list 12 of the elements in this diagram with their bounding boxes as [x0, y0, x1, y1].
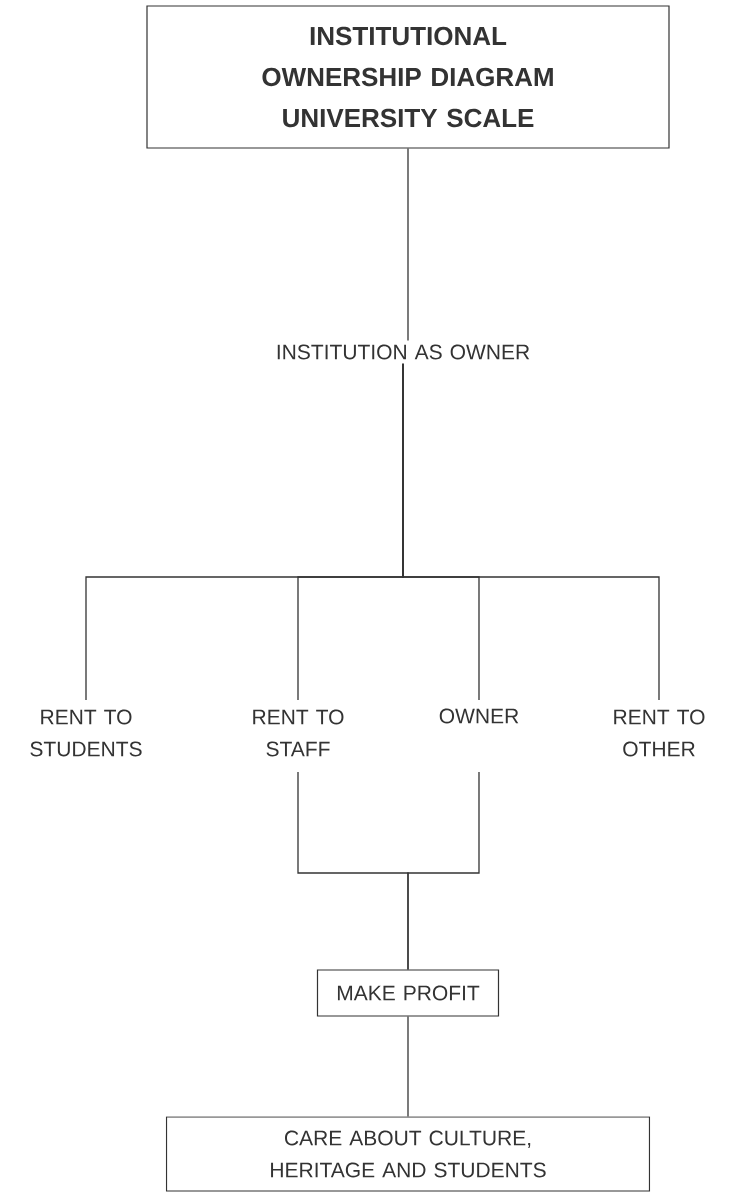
text-label: INSTITUTION AS OWNER	[277, 344, 530, 360]
text-label: RENT TO STAFF	[253, 709, 344, 757]
connector-line	[407, 771, 480, 971]
process-box: CARE ABOUT CULTURE, HERITAGE AND STUDENTS	[165, 1116, 651, 1192]
text-label: RENT TO STUDENTS	[30, 709, 142, 757]
connector-line	[407, 1015, 409, 1118]
process-box: MAKE PROFIT	[316, 969, 500, 1017]
connector-line	[407, 147, 409, 342]
text-label: RENT TO OTHER	[614, 709, 705, 757]
text-label: OWNER	[439, 708, 519, 724]
title-box: INSTITUTIONAL OWNERSHIP DIAGRAM UNIVERSITY SCALE	[146, 5, 670, 149]
connector-line	[402, 363, 660, 701]
